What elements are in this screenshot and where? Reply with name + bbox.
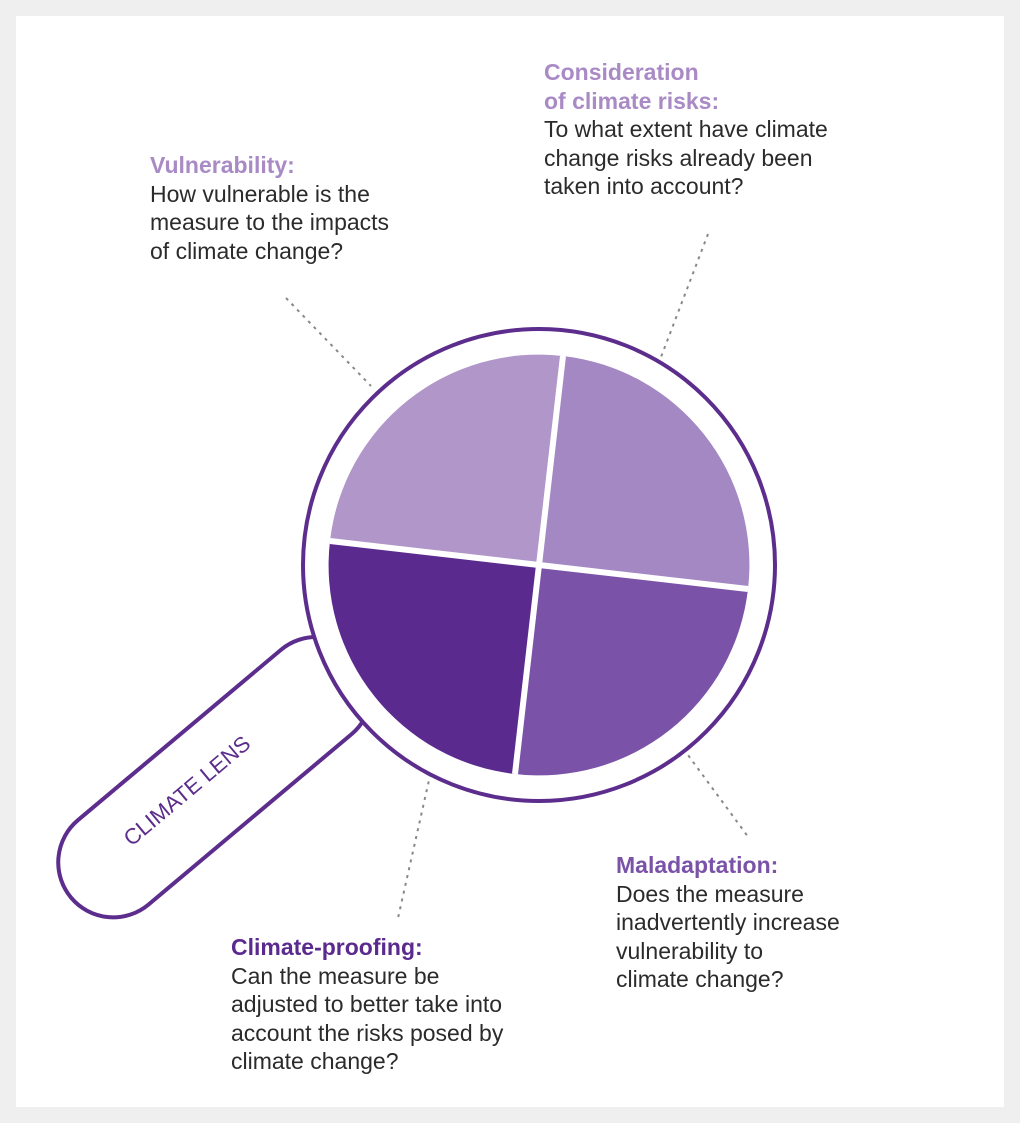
text-line: measure to the impacts [150,209,390,235]
text-line: change risks already been [544,144,813,171]
text-line: inadvertently increase [616,909,840,935]
text-line: To what extent have climate [544,116,828,142]
text-line: adjusted to better take into [231,991,503,1017]
vulnerability-title: Vulnerability: [150,151,389,180]
quadrant-divider-horizontal [329,538,749,592]
quadrant-bottom-right [515,565,748,776]
text-line: Climate-proofing: [231,934,423,960]
text-line: of climate change? [150,237,344,264]
text-line: How vulnerable is the [150,180,370,207]
text-line: climate change? [616,966,784,992]
diagram-canvas: CLIMATE LENS Vulnerability: How vulnerab… [16,16,1004,1107]
text-line: Can the measure be [231,962,440,989]
maladaptation-title: Maladaptation: [616,851,840,880]
text-line: taken into account? [544,173,744,199]
leader-line-vulnerability [285,297,372,387]
quadrant-top-right [539,356,750,589]
text-line: Vulnerability: [150,152,295,178]
leader-line-consideration [652,233,709,379]
leader-line-maladaptation [673,735,750,839]
climate-proofing-title: Climate-proofing: [231,933,503,962]
leader-line-climate-proofing [397,757,435,919]
quadrant-top-left [330,354,563,565]
quadrant-bottom-left [328,541,539,774]
text-line: climate change? [231,1048,399,1074]
climate-lens-graphic: CLIMATE LENS [56,233,777,920]
text-line: of climate risks: [544,87,720,114]
text-line: Maladaptation: [616,852,779,878]
text-line: account the risks posed by [231,1019,504,1046]
text-line: vulnerability to [616,937,764,964]
text-line: Does the measure [616,880,804,907]
text-line: Consideration [544,59,699,85]
